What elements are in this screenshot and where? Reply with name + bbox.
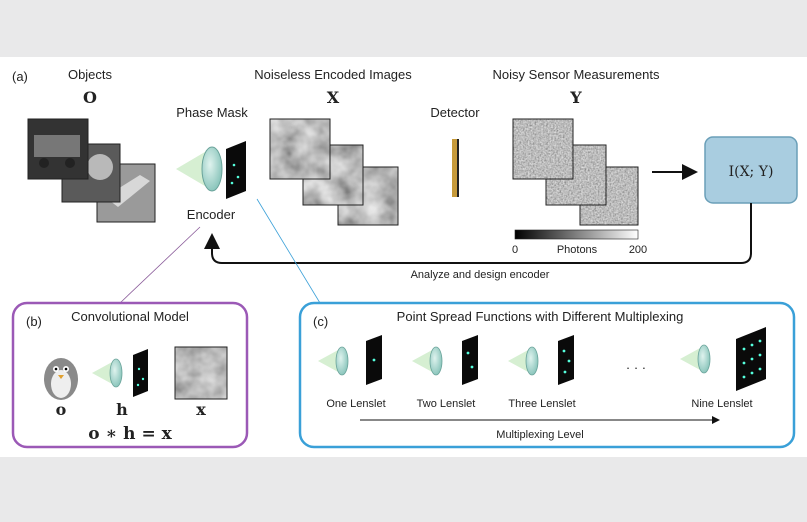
conv-o-label: o: [56, 400, 67, 419]
detector-label: Detector: [430, 105, 480, 120]
noisy-label: Noisy Sensor Measurements: [493, 67, 660, 82]
psf-label-nine: Nine Lenslet: [691, 398, 752, 410]
colorbar-max: 200: [629, 244, 647, 256]
panel-b-title: Convolutional Model: [71, 309, 189, 324]
noisy-symbol: Y: [569, 88, 582, 107]
psf-label-three: Three Lenslet: [508, 398, 575, 410]
mutual-info-label: I(X; Y): [729, 164, 774, 180]
diagram-svg: (a) Objects O Phase Mask Encoder Noisele…: [11, 67, 798, 449]
psf-label-one: One Lenslet: [326, 398, 385, 410]
psf-ellipsis: · · ·: [626, 360, 646, 375]
panel-c-tag: (c): [313, 314, 328, 329]
conv-h-label: h: [116, 400, 128, 419]
psf-two-lenslet: [411, 335, 478, 385]
multiplexing-label: Multiplexing Level: [496, 429, 583, 441]
objects-symbol: O: [83, 88, 97, 107]
connector-b: [119, 226, 201, 304]
colorbar-label: Photons: [557, 244, 598, 256]
encoded-label: Noiseless Encoded Images: [254, 67, 412, 82]
phase-mask-label: Phase Mask: [176, 105, 248, 120]
psf-three-lenslet: [507, 335, 574, 385]
conv-output-image: [175, 347, 227, 399]
feedback-label: Analyze and design encoder: [411, 269, 550, 281]
panel-c-box: [298, 301, 796, 449]
feedback-arrow: [204, 203, 752, 264]
psf-one-lenslet: [317, 335, 382, 385]
objects-label: Objects: [68, 67, 113, 82]
object-images: [27, 118, 156, 223]
figure-panel: (a) Objects O Phase Mask Encoder Noisele…: [0, 57, 807, 457]
panel-b-tag: (b): [26, 314, 42, 329]
connector-c: [256, 198, 321, 304]
penguin-object: [44, 358, 78, 400]
encoder-label: Encoder: [187, 207, 236, 222]
photon-colorbar: [514, 229, 639, 240]
panel-a-tag: (a): [12, 69, 28, 84]
detector-bar: [452, 139, 457, 197]
phase-mask-lens: [176, 146, 223, 192]
colorbar-min: 0: [512, 244, 518, 256]
conv-equation: o ∗ h = x: [88, 424, 172, 444]
psf-plate: [226, 141, 246, 199]
psf-nine-lenslet: [679, 327, 766, 391]
psf-label-two: Two Lenslet: [417, 398, 476, 410]
panel-b-box: [11, 301, 249, 449]
panel-c-title: Point Spread Functions with Different Mu…: [397, 309, 684, 324]
encoded-images: [269, 118, 399, 226]
conv-psf: [133, 349, 148, 397]
conv-x-label: x: [196, 400, 206, 419]
encoded-symbol: X: [327, 88, 340, 107]
noisy-images: [512, 118, 639, 226]
